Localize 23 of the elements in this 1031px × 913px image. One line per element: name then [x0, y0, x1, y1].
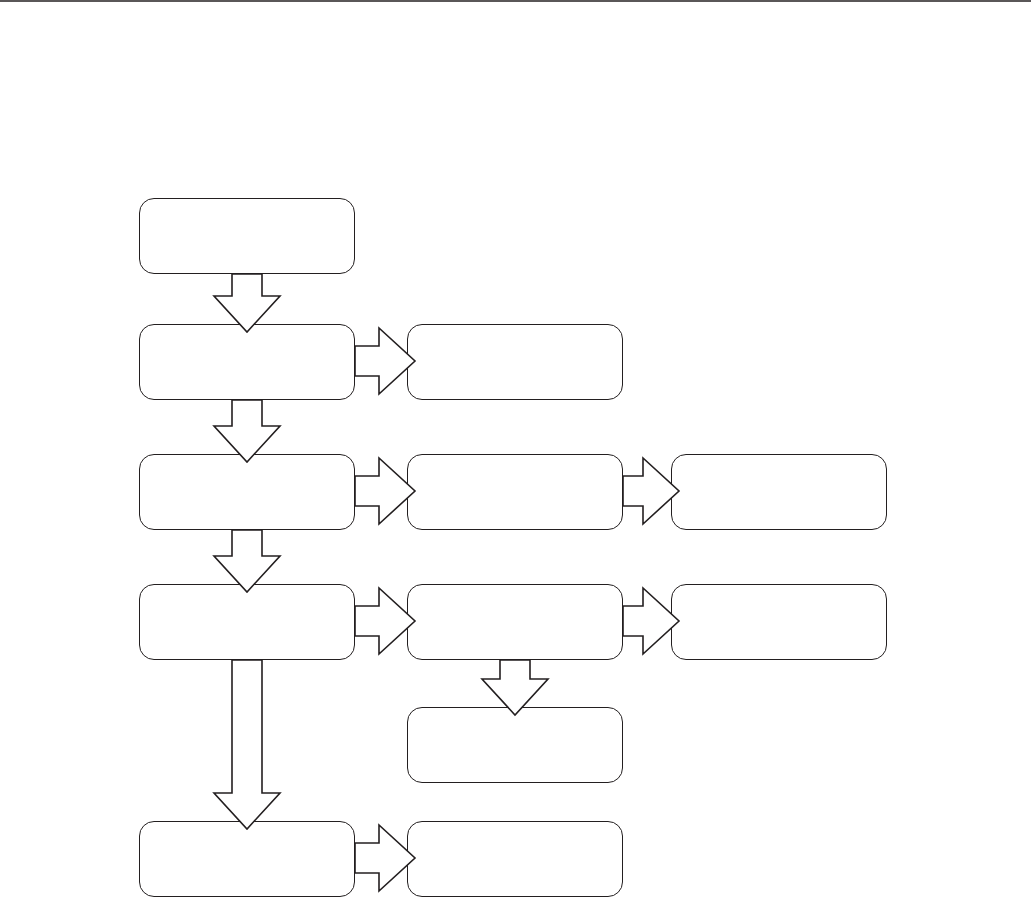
block-arrow — [212, 659, 282, 831]
process-box — [139, 584, 355, 660]
block-arrow — [212, 529, 282, 594]
block-arrow — [622, 456, 681, 526]
block-arrow — [480, 659, 550, 717]
block-arrow — [354, 586, 417, 656]
block-arrow — [212, 273, 282, 334]
process-box — [671, 454, 887, 530]
process-box — [407, 324, 623, 400]
block-arrow — [354, 823, 417, 893]
process-box — [407, 454, 623, 530]
block-arrow — [354, 326, 417, 396]
process-box — [407, 707, 623, 783]
process-box — [407, 584, 623, 660]
block-arrow — [354, 456, 417, 526]
process-box — [139, 454, 355, 530]
process-box — [671, 584, 887, 660]
process-box — [139, 198, 355, 274]
block-arrow — [212, 399, 282, 464]
block-arrow — [622, 586, 681, 656]
process-box — [139, 821, 355, 897]
process-box — [407, 821, 623, 897]
process-box — [139, 324, 355, 400]
